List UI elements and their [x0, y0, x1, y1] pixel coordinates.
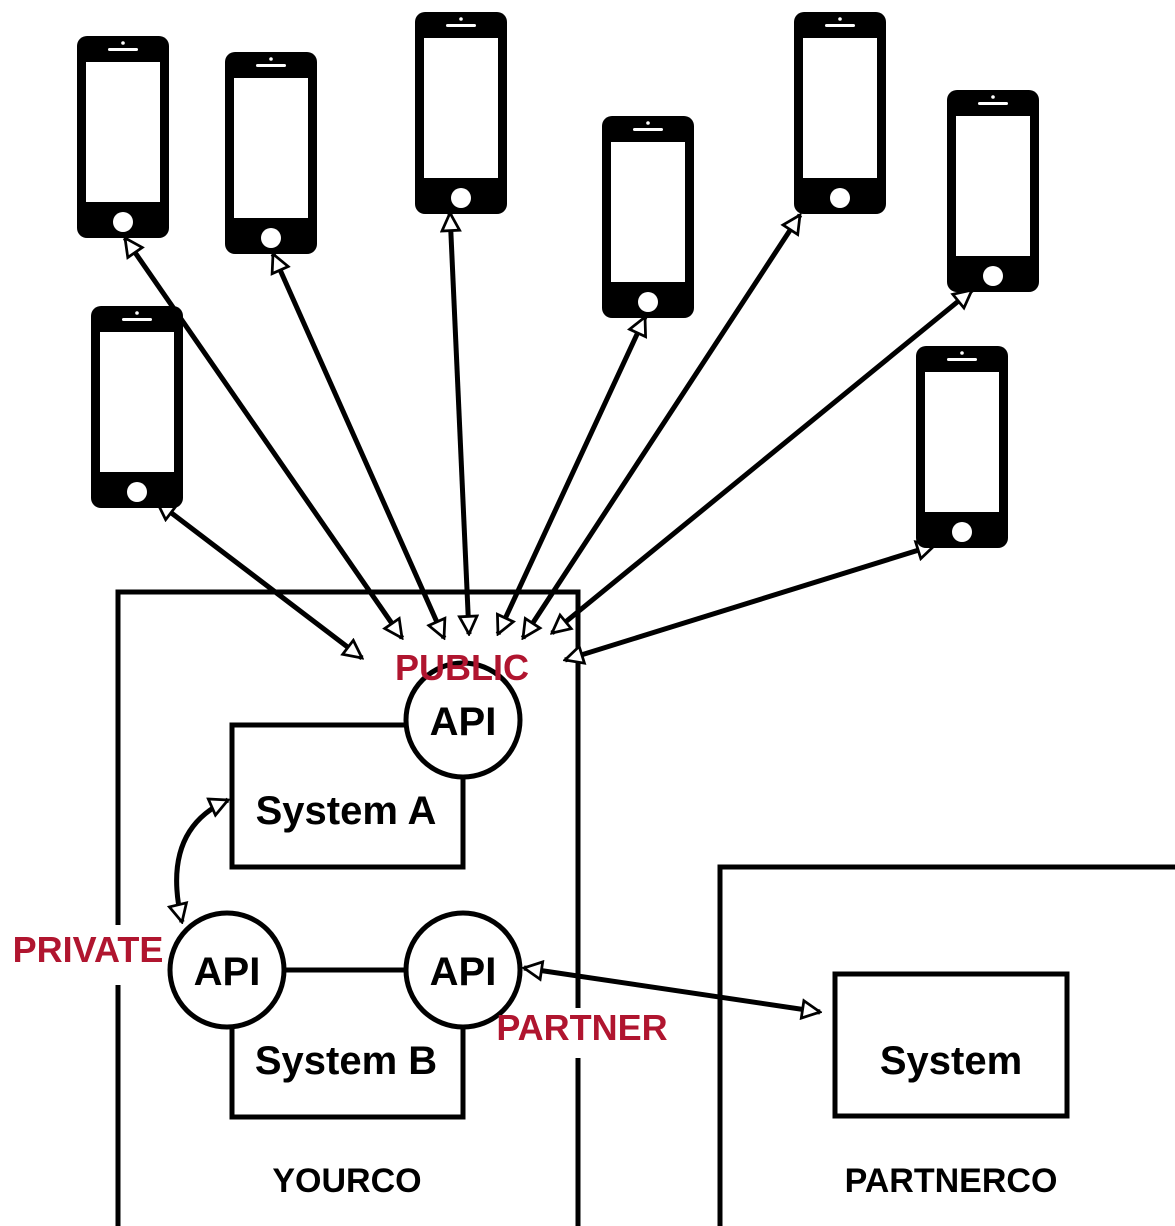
- arrow-device-2: [273, 254, 444, 638]
- arrow-private: [177, 800, 228, 922]
- partner-api-circle: [403, 910, 523, 1030]
- private-label: PRIVATE: [13, 929, 164, 970]
- smartphone-icon: [225, 52, 317, 254]
- private-label-gap: [108, 925, 130, 985]
- arrows: [122, 213, 972, 1012]
- smartphone-icon: [916, 346, 1008, 548]
- arrow-device-6: [552, 290, 972, 633]
- public-label: PUBLIC: [395, 647, 529, 688]
- system-b-label: System B: [255, 1039, 437, 1083]
- phones: [77, 12, 1039, 548]
- yourco-label: YOURCO: [272, 1162, 421, 1200]
- partner-system-box: [832, 971, 1070, 1119]
- smartphone-icon: [91, 306, 183, 508]
- arrow-device-4: [495, 317, 648, 634]
- partnerco-boundary: [717, 864, 1175, 1226]
- smartphone-icon: [947, 90, 1039, 292]
- smartphone-icon: [794, 12, 886, 214]
- system-a-label: System A: [256, 789, 437, 833]
- arrow-partner: [524, 968, 820, 1012]
- smartphone-icon: [602, 116, 694, 318]
- partnerco-label: PARTNERCO: [845, 1162, 1058, 1200]
- arrow-device-3: [450, 213, 469, 634]
- public-api-label: API: [430, 700, 497, 744]
- private-api-label: API: [194, 950, 261, 994]
- partner-api-label: API: [430, 950, 497, 994]
- partner-system-label: System: [880, 1039, 1022, 1083]
- public-api-circle: [403, 660, 523, 780]
- partner-label: PARTNER: [496, 1007, 667, 1048]
- smartphone-icon: [77, 36, 169, 238]
- arrow-device-8: [565, 545, 935, 660]
- smartphone-icon: [415, 12, 507, 214]
- partner-label-gap: [568, 1008, 590, 1058]
- arrow-device-7: [157, 500, 362, 660]
